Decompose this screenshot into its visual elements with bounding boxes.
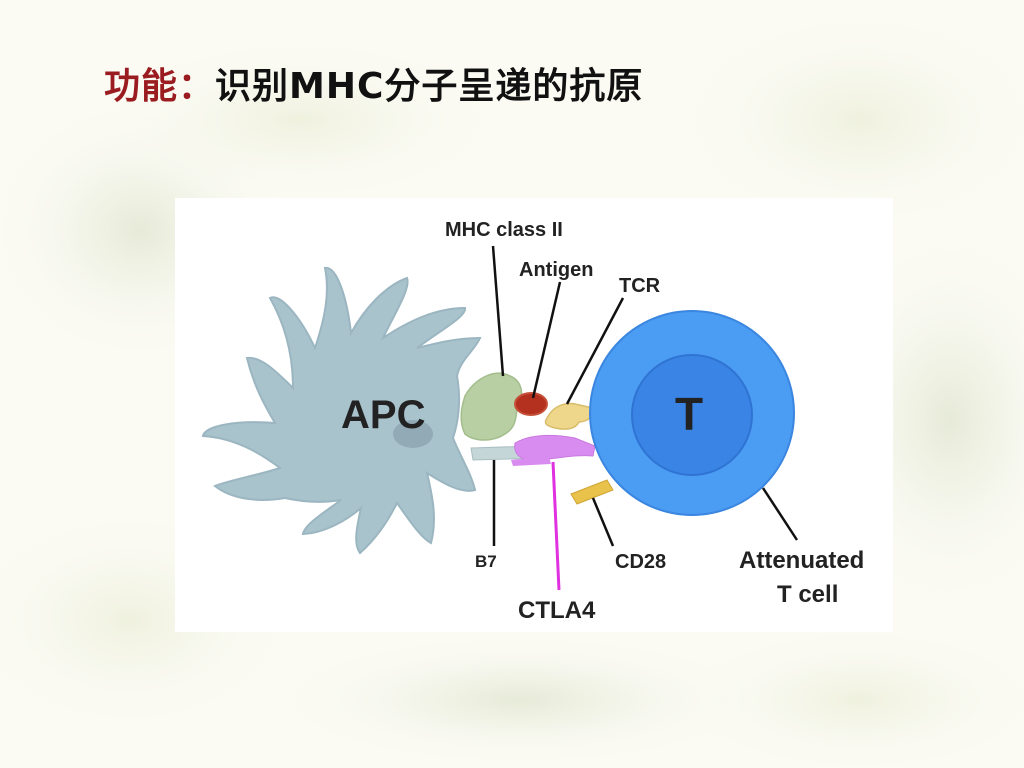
attenuated-label-line2: T cell [777,581,838,608]
ctla4-tail [511,456,551,466]
attenuated-label-line1: Attenuated [739,547,864,574]
callout-lines [491,245,799,547]
apc-t-cell-diagram: APC T MHC class [201,219,864,624]
ctla4-molecule [514,434,596,461]
ctla4-label: CTLA4 [518,597,596,624]
cd28-callout-line [591,497,615,547]
apc-cell: APC [201,267,482,555]
t-label: T [675,388,703,440]
b7-label: B7 [475,552,497,571]
tcr-callout-line [565,297,625,405]
tcr-molecule [544,402,595,430]
apc-label: APC [341,393,425,437]
cd28-label: CD28 [615,551,666,573]
slide-title: 功能：识别MHC分子呈递的抗原 [104,58,643,116]
tcr-label: TCR [619,275,661,297]
cd28-molecule [570,479,614,505]
diagram-panel: APC T MHC class [175,198,893,632]
mhc-class-ii-label: MHC class II [445,219,563,241]
title-lead: 功能： [104,66,216,107]
apc-nucleus [393,420,433,448]
title-body: 识别MHC分子呈递的抗原 [215,66,644,107]
mhc-class-ii-molecule [460,372,523,441]
antigen-label: Antigen [519,259,593,281]
antigen-molecule [514,392,548,416]
t-cell: T [589,310,795,516]
antigen-callout-line [531,281,562,399]
t-cell-callout-line [761,487,799,541]
apc-body [201,267,482,555]
mhc-callout-line [491,245,505,377]
t-cell-nucleus [631,354,753,476]
ctla4-callout-line [551,461,561,591]
